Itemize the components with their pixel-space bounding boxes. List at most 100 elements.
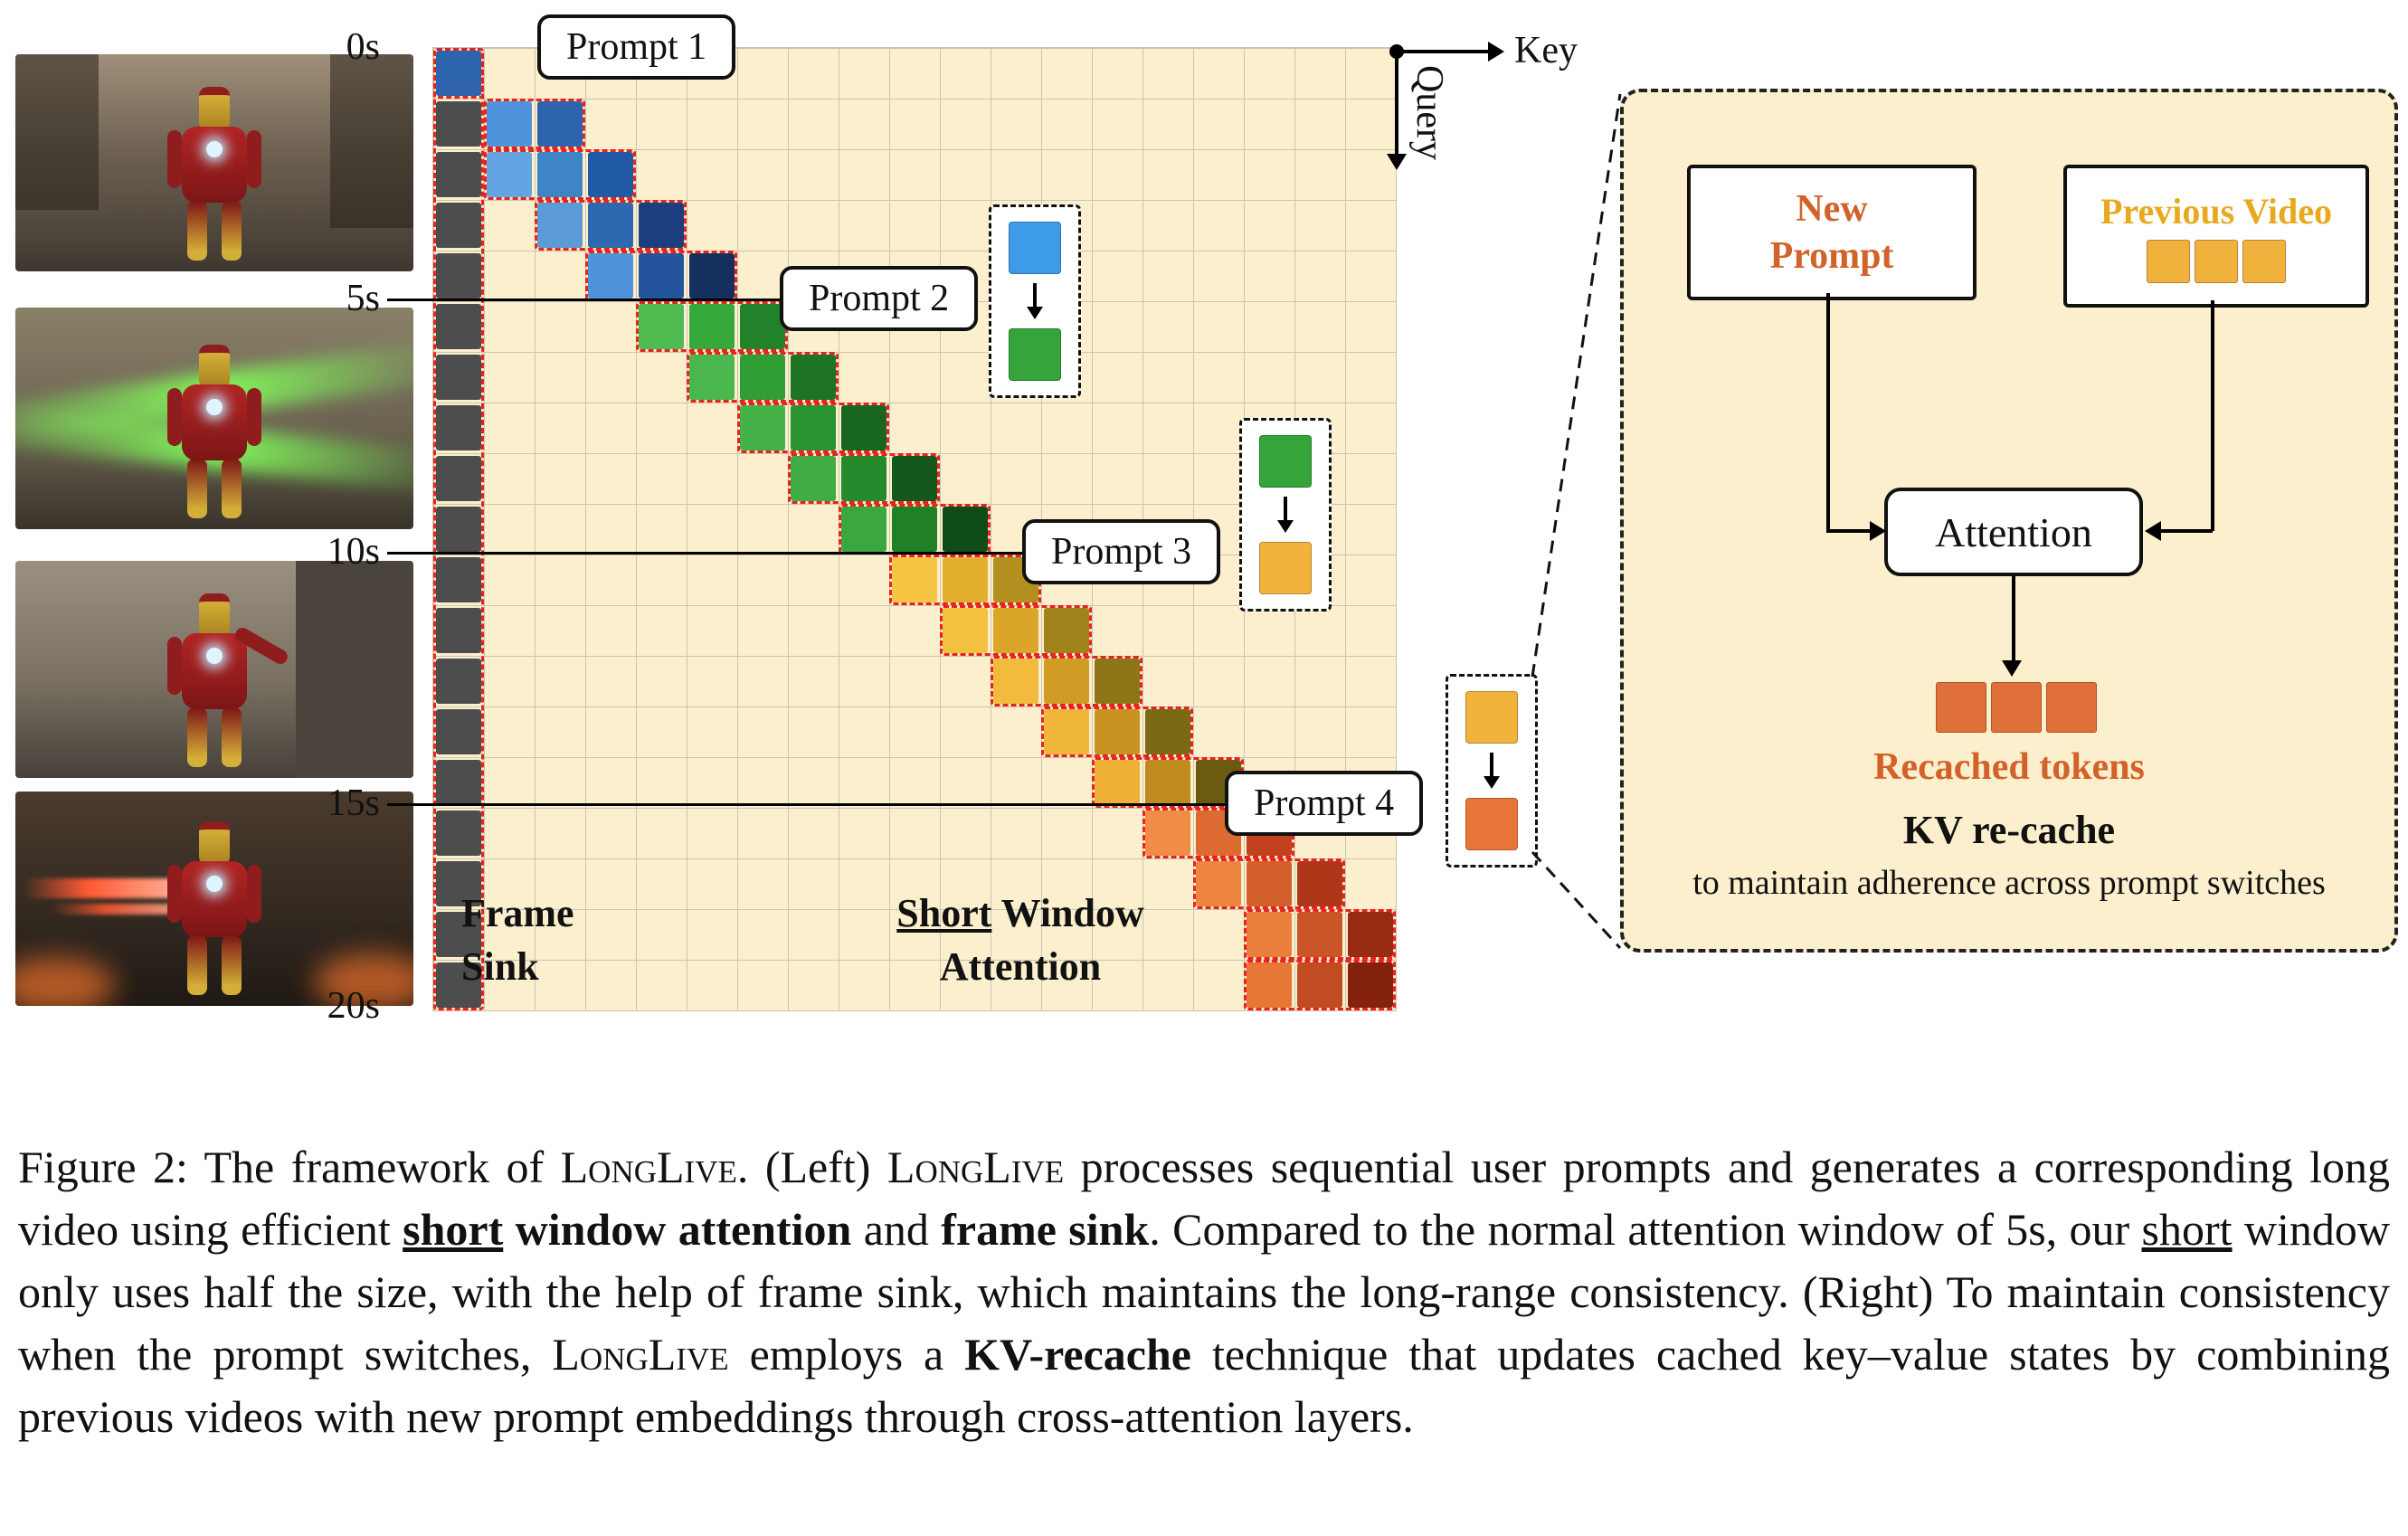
figure-head <box>199 87 230 131</box>
timeline-rule-5s <box>387 299 783 301</box>
figure-leg <box>222 201 242 261</box>
attention-window-outline <box>535 200 687 251</box>
attention-window-cell <box>1095 760 1140 805</box>
attention-window-outline <box>1244 960 1396 1010</box>
caption-run: . (Left) <box>736 1142 887 1192</box>
new-prompt-arrow-line <box>1826 293 1830 531</box>
token-before <box>1465 691 1518 744</box>
caption-run: LongLive <box>552 1329 729 1380</box>
prompt-3-label: Prompt 3 <box>1022 519 1221 584</box>
attention-window-outline <box>1244 909 1396 960</box>
attention-window-cell <box>1145 760 1190 805</box>
swa-line1: Short Window <box>812 887 1228 940</box>
attention-window-outline <box>1041 706 1193 757</box>
figure-torso <box>182 384 247 460</box>
arrow-left-icon <box>2145 521 2161 541</box>
iron-man-figure <box>164 593 290 767</box>
query-axis-line <box>1395 52 1398 158</box>
figure-arm <box>247 130 261 188</box>
figure-leg <box>187 201 207 261</box>
token-before <box>1259 435 1312 488</box>
frame-sink-label-line2: Sink <box>461 944 539 990</box>
attention-window-outline <box>737 403 889 453</box>
attention-window-cell <box>639 253 684 299</box>
attention-window-cell <box>1196 861 1241 906</box>
caption-run: window attention <box>503 1204 852 1255</box>
attention-window-cell <box>487 101 532 147</box>
frame-sink-cell <box>436 811 481 856</box>
frame-sink-label: Frame Sink <box>461 887 574 994</box>
attention-window-cell <box>1044 709 1089 754</box>
attention-window-cell <box>943 557 988 602</box>
down-arrow-icon <box>1027 283 1043 319</box>
scene-building <box>15 54 99 210</box>
arrow-down-icon <box>2002 660 2022 677</box>
video-token <box>2242 239 2286 283</box>
attention-window-cell <box>1145 709 1190 754</box>
attention-window-outline <box>991 656 1142 706</box>
attention-window-cell <box>892 557 937 602</box>
attention-window-outline <box>687 352 839 403</box>
attention-window-cell <box>943 507 988 552</box>
transition-box-green-to-yellow <box>1239 418 1332 612</box>
caption-run: LongLive <box>886 1142 1065 1192</box>
caption-run: short <box>2141 1204 2233 1255</box>
figure-arm <box>247 388 261 446</box>
video-frame-3-raised-hand <box>15 561 413 778</box>
attention-window-outline <box>788 453 940 504</box>
figure-head <box>199 593 230 638</box>
frame-sink-outline <box>433 48 484 1010</box>
figure-arm <box>167 637 182 695</box>
attention-window-cell <box>537 101 583 147</box>
caption-run: short <box>403 1204 504 1255</box>
arc-reactor <box>206 141 223 157</box>
frame-sink-cell <box>436 152 481 197</box>
frame-sink-cell <box>436 304 481 349</box>
attention-window-cell <box>993 608 1038 653</box>
down-arrow-icon <box>1277 497 1294 533</box>
attention-window-cell <box>1095 709 1140 754</box>
caption-run: employs a <box>728 1329 965 1380</box>
attention-window-cell <box>892 456 937 501</box>
figure-arm <box>167 388 182 446</box>
attention-window-cell <box>436 51 481 96</box>
caption-run: window only uses half the size, with the… <box>18 1204 2390 1380</box>
timeline-rule-10s <box>387 552 1026 555</box>
attention-window-cell <box>1044 608 1089 653</box>
previous-video-box: Previous Video <box>2063 165 2369 308</box>
transition-box-yellow-to-orange <box>1446 674 1538 868</box>
attention-window-outline <box>889 555 1041 605</box>
query-axis-label: Query <box>1408 65 1450 160</box>
frame-sink-cell <box>436 659 481 704</box>
frame-sink-cell <box>436 253 481 299</box>
attention-window-cell <box>1348 962 1393 1008</box>
attention-window-outline <box>484 149 636 200</box>
token-after <box>1259 542 1312 594</box>
timestamp-15s: 15s <box>327 782 380 824</box>
attention-window-cell <box>588 152 633 197</box>
caption-run: . Compared to the normal attention windo… <box>1149 1204 2142 1255</box>
caption-run: The framework of <box>204 1142 561 1192</box>
attention-window-cell <box>1145 811 1190 856</box>
recached-token <box>2046 682 2097 733</box>
caption-run: LongLive <box>560 1142 737 1192</box>
previous-video-tokens <box>2147 239 2286 283</box>
attention-window-outline <box>1092 757 1244 808</box>
figure-leg <box>187 935 207 995</box>
timeline-rule-15s <box>387 803 1228 806</box>
scene-building <box>330 54 413 228</box>
prompt-4-label: Prompt 4 <box>1225 771 1424 836</box>
frame-sink-cell <box>436 101 481 147</box>
attention-window-cell <box>740 405 785 450</box>
scene-building <box>296 561 413 778</box>
figure-caption: Figure 2: The framework of LongLive. (Le… <box>18 1136 2390 1448</box>
figure-leg <box>222 459 242 518</box>
attention-window-cell <box>689 355 735 400</box>
kv-recache-subtitle: to maintain adherence across prompt swit… <box>1692 864 2326 902</box>
attention-window-outline <box>839 504 991 555</box>
frame-sink-cell <box>436 203 481 248</box>
frame-sink-cell <box>436 608 481 653</box>
caption-run: and <box>851 1204 942 1255</box>
attention-window-outline <box>585 251 737 301</box>
